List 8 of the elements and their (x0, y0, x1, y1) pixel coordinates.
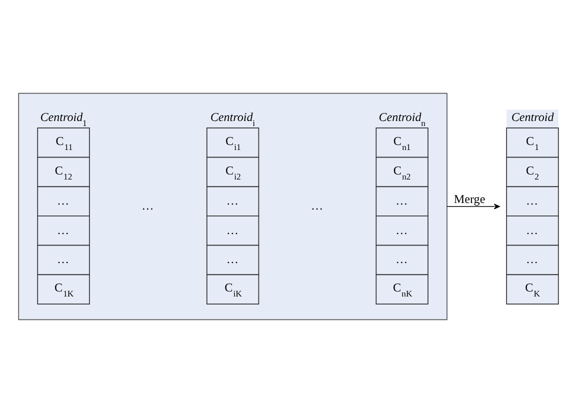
node-label: Centroid$_{1}$ (40, 110, 87, 128)
label: … (142, 198, 154, 212)
cluster (18, 92, 448, 320)
edge-label: Merge (454, 192, 486, 206)
node-label: Centroid$_{n}$ (378, 110, 426, 128)
label: … (310, 198, 324, 212)
node-label: Centroid$_{i}$ (210, 110, 256, 128)
arrow (446, 203, 500, 209)
